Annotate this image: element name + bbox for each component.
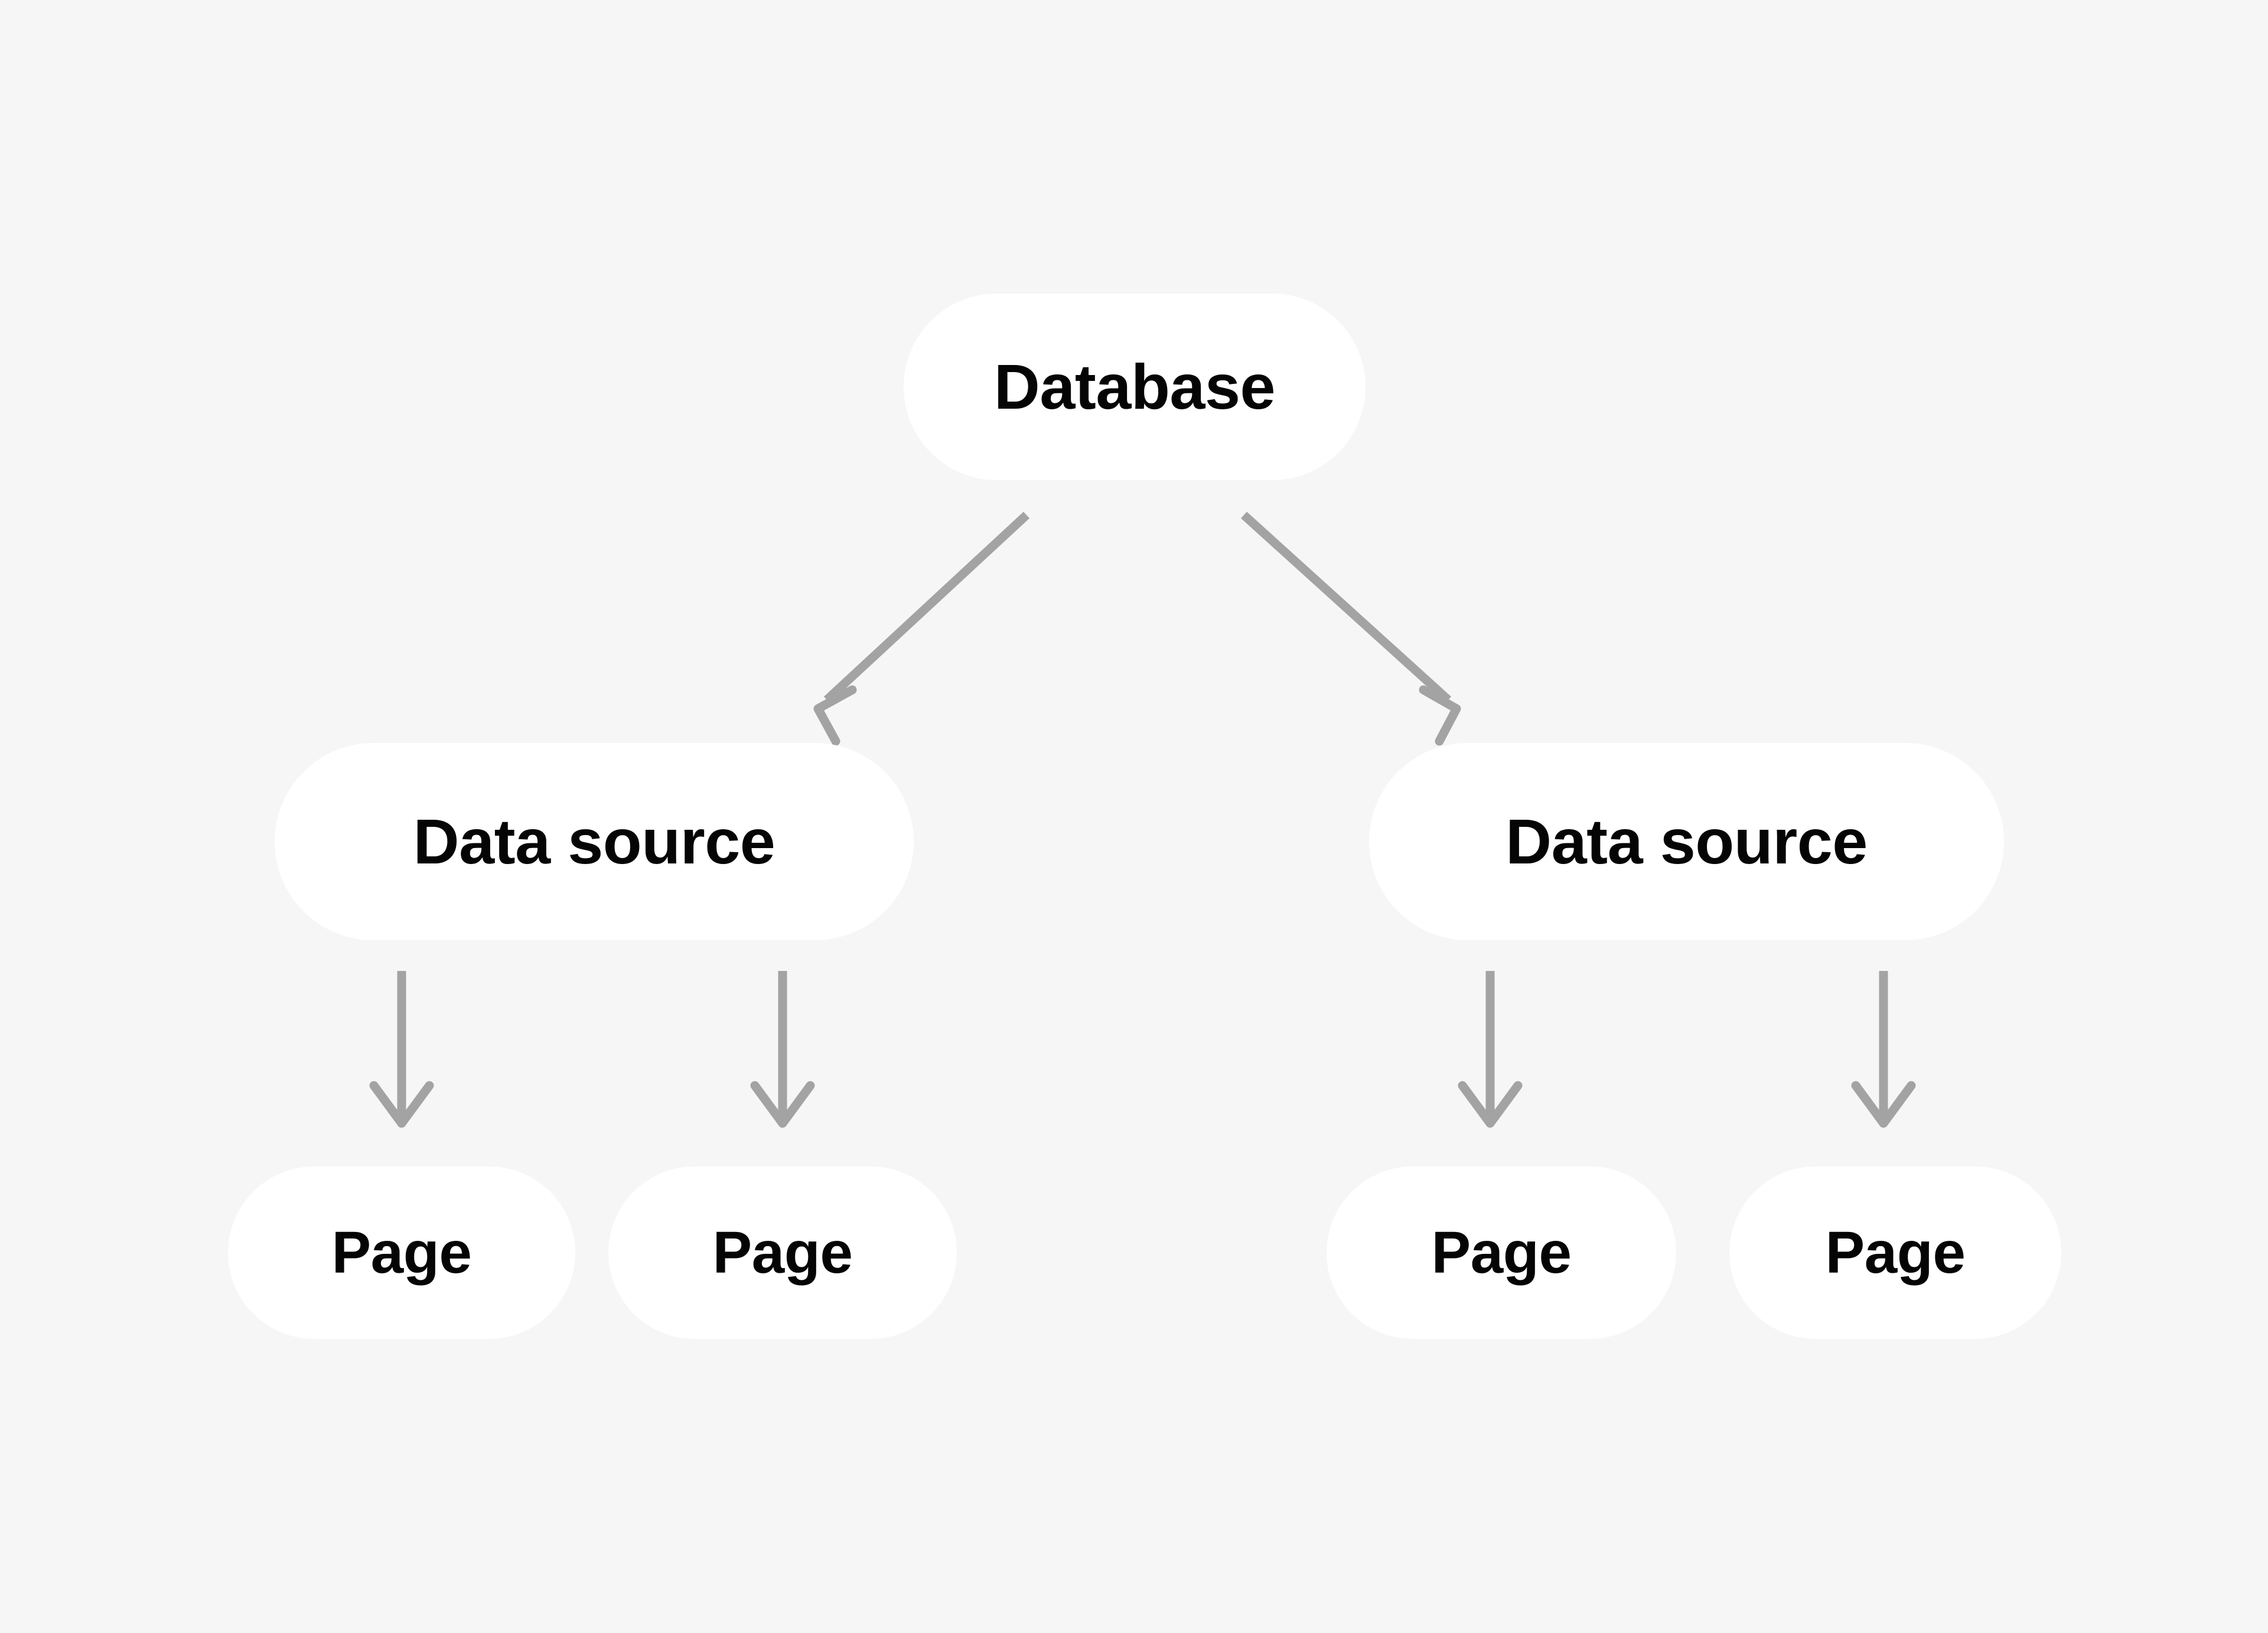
node-data-source-left[interactable]: Data source <box>275 743 914 940</box>
node-page-1-label: Page <box>331 1220 472 1286</box>
node-page-3[interactable]: Page <box>1327 1166 1676 1339</box>
node-page-2[interactable]: Page <box>608 1166 957 1339</box>
edge-database-to-data-source-right <box>1240 511 1461 746</box>
edge-data-source-left-to-page-2 <box>750 971 815 1128</box>
node-database-label: Database <box>993 351 1276 422</box>
edge-data-source-right-to-page-4 <box>1851 971 1916 1128</box>
node-page-2-label: Page <box>712 1220 853 1286</box>
node-page-3-label: Page <box>1431 1220 1572 1286</box>
node-data-source-left-label: Data source <box>413 806 775 877</box>
edge-database-to-data-source-left <box>813 511 1030 746</box>
node-page-4-label: Page <box>1825 1220 1966 1286</box>
edge-data-source-left-to-page-1 <box>369 971 434 1128</box>
node-data-source-right[interactable]: Data source <box>1369 743 2004 940</box>
edge-data-source-right-to-page-3 <box>1458 971 1523 1128</box>
node-data-source-right-label: Data source <box>1506 806 1868 877</box>
node-page-4[interactable]: Page <box>1729 1166 2061 1339</box>
node-page-1[interactable]: Page <box>228 1166 575 1339</box>
node-database[interactable]: Database <box>904 294 1366 480</box>
